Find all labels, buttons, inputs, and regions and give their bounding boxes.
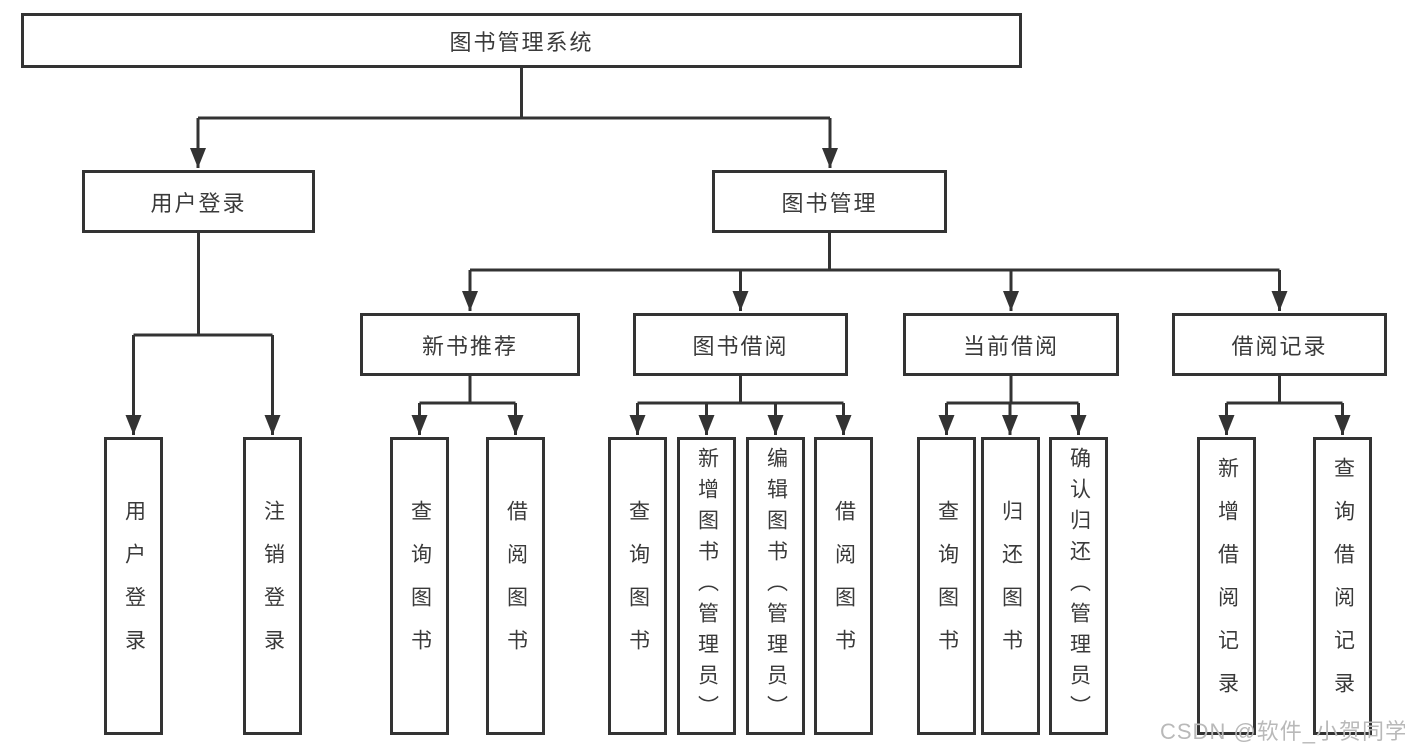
- node-label: 查询借阅记录: [1331, 457, 1355, 715]
- node-label: 编辑图书（管理员）: [764, 446, 788, 726]
- node-return-books: 归还图书: [981, 437, 1040, 735]
- node-add-books-admin: 新增图书（管理员）: [677, 437, 736, 735]
- watermark: CSDN @软件_小贺同学: [1160, 719, 1405, 744]
- node-borrow-books-borrowing: 借阅图书: [814, 437, 873, 735]
- node-label: 图书借阅: [692, 333, 789, 359]
- node-confirm-return-admin: 确认归还（管理员）: [1049, 437, 1108, 735]
- node-label: 查询图书: [408, 500, 432, 672]
- node-leaf-user-login: 用户登录: [104, 437, 163, 735]
- node-borrowing-records: 借阅记录: [1172, 313, 1387, 376]
- node-label: 用户登录: [150, 190, 247, 216]
- node-query-books-current: 查询图书: [917, 437, 976, 735]
- node-query-borrowing-record: 查询借阅记录: [1313, 437, 1372, 735]
- node-new-book-recommendation: 新书推荐: [360, 313, 580, 376]
- node-label: 当前借阅: [962, 333, 1059, 359]
- node-label: 归还图书: [999, 500, 1023, 672]
- node-edit-books-admin: 编辑图书（管理员）: [746, 437, 805, 735]
- node-label: 确认归还（管理员）: [1067, 446, 1091, 726]
- node-label: 查询图书: [626, 500, 650, 672]
- node-label: 新增借阅记录: [1215, 457, 1239, 715]
- node-label: 用户登录: [122, 500, 146, 672]
- node-book-management: 图书管理: [712, 170, 947, 233]
- node-current-borrowing: 当前借阅: [903, 313, 1119, 376]
- node-label: 图书管理: [781, 190, 878, 216]
- node-label: 查询图书: [935, 500, 959, 672]
- node-label: 注销登录: [261, 500, 285, 672]
- node-label: 新增图书（管理员）: [695, 446, 719, 726]
- node-book-borrowing: 图书借阅: [633, 313, 848, 376]
- node-label: 借阅记录: [1231, 333, 1328, 359]
- node-user-login: 用户登录: [82, 170, 315, 233]
- node-label: 借阅图书: [504, 500, 528, 672]
- node-add-borrowing-record: 新增借阅记录: [1197, 437, 1256, 735]
- node-borrow-books-recommend: 借阅图书: [486, 437, 545, 735]
- node-query-books-recommend: 查询图书: [390, 437, 449, 735]
- node-label: 图书管理系统: [449, 29, 594, 55]
- node-label: 借阅图书: [832, 500, 856, 672]
- node-query-books-borrowing: 查询图书: [608, 437, 667, 735]
- node-label: 新书推荐: [421, 333, 518, 359]
- node-leaf-logout-login: 注销登录: [243, 437, 302, 735]
- node-system: 图书管理系统: [21, 13, 1022, 68]
